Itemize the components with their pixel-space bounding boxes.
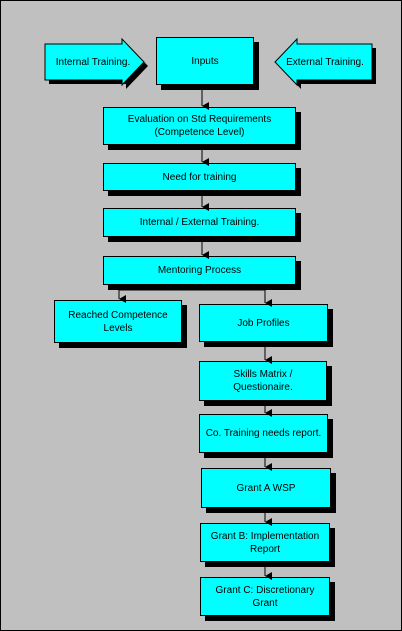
external-training-label: External Training. — [286, 56, 364, 68]
job-profiles-box: Job Profiles — [199, 304, 328, 342]
internal-training-arrow — [44, 37, 145, 87]
reached-competence-box: Reached Competence Levels — [54, 300, 182, 343]
grant-b-box: Grant B: Implementation Report — [200, 523, 330, 562]
skills-matrix-box: Skills Matrix / Questionaire. — [199, 361, 327, 401]
mentoring-process-box: Mentoring Process — [103, 256, 296, 285]
external-training-arrow — [274, 37, 373, 87]
evaluation-box: Evaluation on Std Requirements (Competen… — [103, 107, 296, 145]
need-for-training-box: Need for training — [103, 163, 296, 191]
internal-external-training-box: Internal / External Training. — [103, 208, 296, 237]
internal-training-label: Internal Training. — [55, 56, 131, 68]
training-needs-report-box: Co. Training needs report. — [199, 414, 328, 453]
inputs-box: Inputs — [156, 37, 254, 85]
